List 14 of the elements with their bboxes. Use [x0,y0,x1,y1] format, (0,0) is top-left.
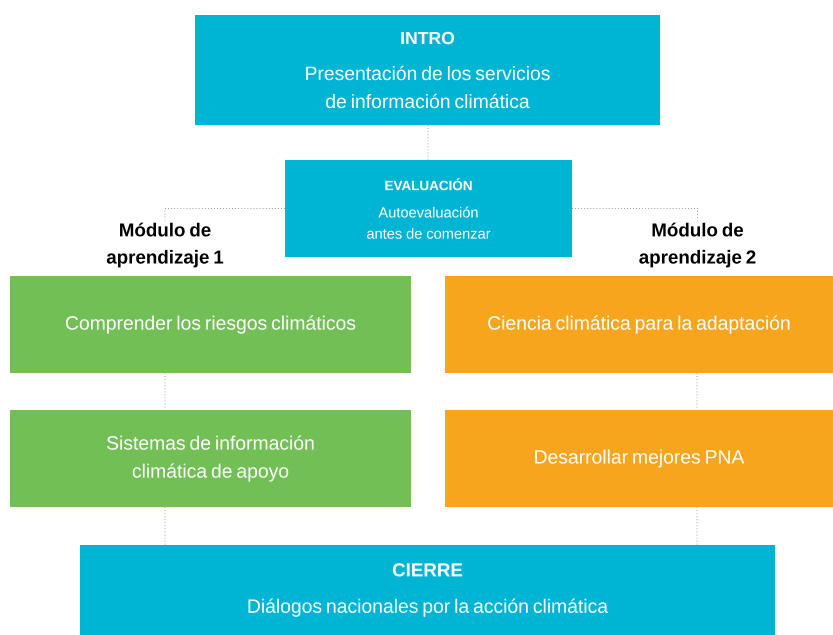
connector-line [164,506,166,546]
process-box: Comprender los riesgos climáticos [10,276,411,373]
connector-line [696,506,698,546]
module-heading: Módulo de aprendizaje 2 [639,222,756,268]
process-box: Sistemas de información climática de apoyo [10,410,411,507]
connector-line [696,372,698,410]
module-heading: Módulo de aprendizaje 1 [106,222,224,268]
connector-line [164,372,166,410]
process-box: INTRO Presentación de los servicios de información climática [195,15,660,125]
connector-line [164,208,286,222]
process-box: EVALUACIÓN Autoevaluación antes de comenzar [285,160,572,257]
process-box: Ciencia climática para la adaptación [445,276,833,373]
process-box: Desarrollar mejores PNA [445,410,833,507]
process-box: CIERRE Diálogos nacionales por la acción climática [80,545,775,635]
